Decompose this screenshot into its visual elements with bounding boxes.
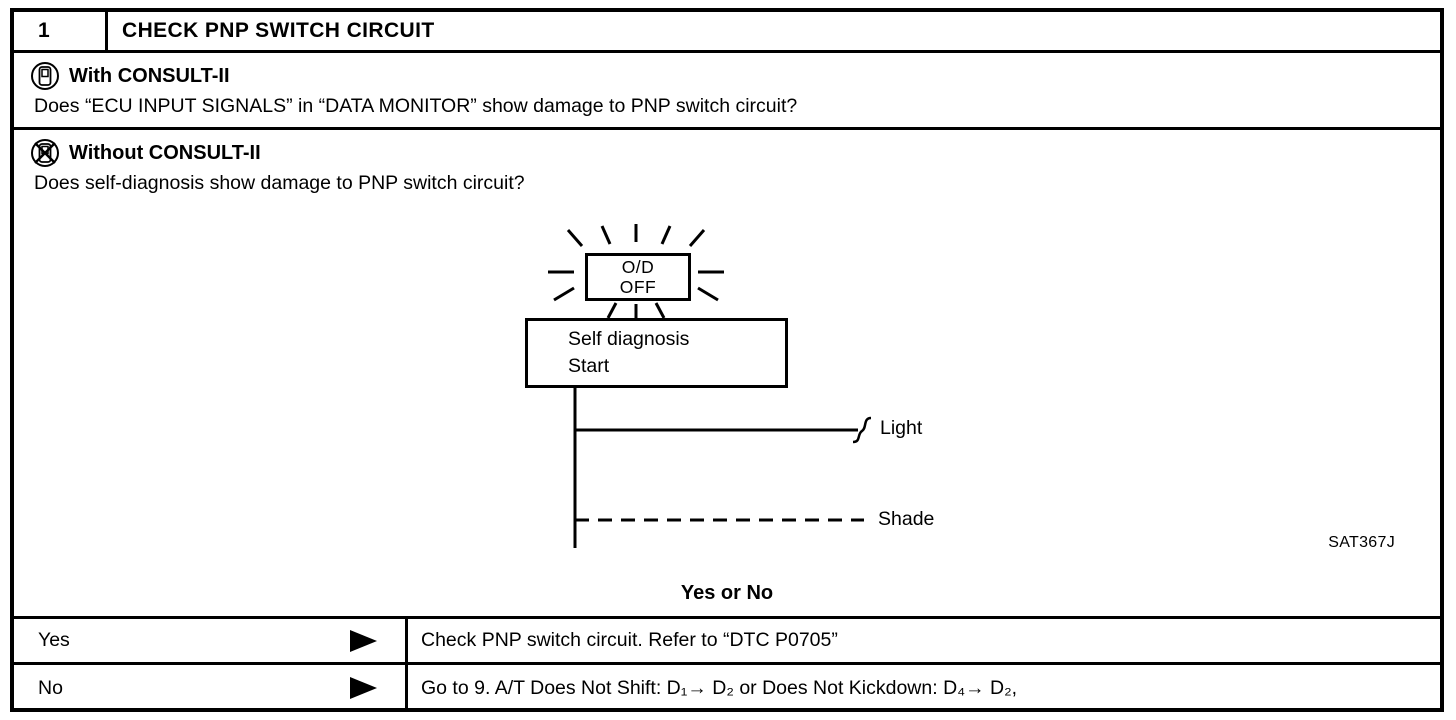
outcome-yes-left-cell: Yes bbox=[14, 619, 408, 662]
with-consult-question: Does “ECU INPUT SIGNALS” in “DATA MONITO… bbox=[34, 95, 798, 117]
step-number: 1 bbox=[14, 12, 108, 50]
outcome-no-action: Go to 9. A/T Does Not Shift: D₁→ D₂ or D… bbox=[421, 676, 1018, 699]
with-consult-section: With CONSULT-II Does “ECU INPUT SIGNALS”… bbox=[14, 53, 1440, 130]
shade-label: Shade bbox=[878, 508, 935, 530]
decision-prompt: Yes or No bbox=[680, 582, 774, 604]
outcome-row-no: No Go to 9. A/T Does Not Shift: D₁→ D₂ o… bbox=[14, 665, 1440, 711]
outcome-yes-action: Check PNP switch circuit. Refer to “DTC … bbox=[421, 629, 838, 651]
self-diagnosis-line2: Start bbox=[568, 355, 610, 377]
procedure-table: 1 CHECK PNP SWITCH CIRCUIT With CONSULT-… bbox=[10, 8, 1444, 712]
od-off-line2: OFF bbox=[619, 277, 657, 297]
od-off-indicator-box: O/D OFF bbox=[585, 253, 691, 301]
header-row: 1 CHECK PNP SWITCH CIRCUIT bbox=[14, 12, 1440, 53]
diagram-lines-graphic bbox=[548, 224, 872, 548]
page-title: CHECK PNP SWITCH CIRCUIT bbox=[122, 19, 435, 42]
without-consult-section: Without CONSULT-II Does self-diagnosis s… bbox=[14, 130, 1440, 619]
without-consult-heading-line: Without CONSULT-II bbox=[30, 137, 1440, 169]
with-consult-heading: With CONSULT-II bbox=[69, 64, 230, 87]
figure-code: SAT367J bbox=[1328, 534, 1395, 551]
without-consult-question: Does self-diagnosis show damage to PNP s… bbox=[34, 172, 525, 194]
light-label: Light bbox=[880, 417, 923, 439]
self-diagnosis-start-box: Self diagnosis Start bbox=[525, 318, 788, 388]
od-off-line1: O/D bbox=[621, 257, 655, 277]
without-consult-heading: Without CONSULT-II bbox=[69, 141, 261, 164]
arrow-right-icon bbox=[350, 677, 377, 699]
consult-tester-icon bbox=[31, 62, 59, 90]
outcome-no-left-cell: No bbox=[14, 665, 408, 711]
no-consult-tester-icon bbox=[31, 139, 59, 167]
self-diagnosis-line1: Self diagnosis bbox=[568, 328, 690, 350]
outcome-no-answer: No bbox=[38, 676, 63, 699]
outcome-yes-answer: Yes bbox=[38, 629, 70, 651]
arrow-right-icon bbox=[350, 629, 377, 652]
with-consult-heading-line: With CONSULT-II bbox=[30, 60, 1440, 92]
self-diagnosis-diagram: O/D OFF Self diagnosis Start Light Shade… bbox=[14, 130, 1440, 616]
outcome-row-yes: Yes Check PNP switch circuit. Refer to “… bbox=[14, 619, 1440, 665]
